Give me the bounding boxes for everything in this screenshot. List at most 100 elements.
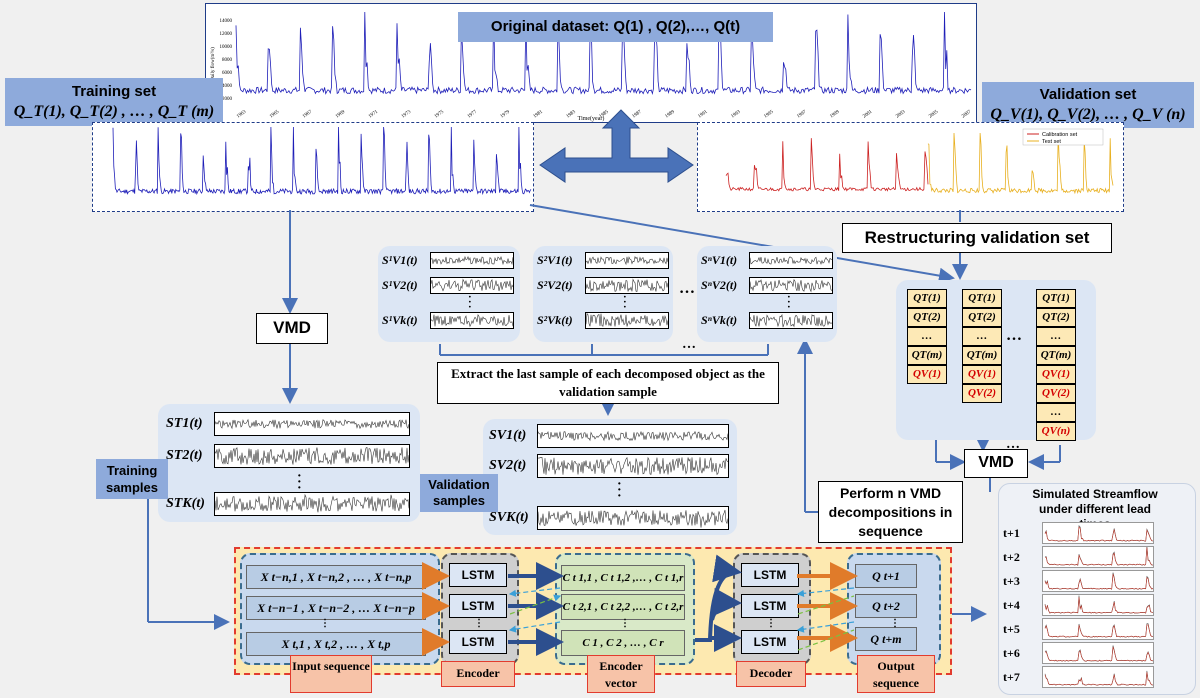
- vgroup-signal-box: [430, 312, 514, 329]
- qcol-cell: QT(2): [962, 308, 1002, 327]
- qcol-cell: QT(2): [907, 308, 947, 327]
- label-decoder: Decoder: [736, 661, 806, 687]
- st-signal-label: ST2(t): [166, 448, 203, 463]
- vgroup-signal-label: SⁿV1(t): [701, 253, 738, 267]
- output-sequence-cell: Q t+1: [855, 564, 917, 588]
- encoder-vector-row: C t 1,1 , C t 1,2 ,… , C t 1,r: [561, 565, 685, 591]
- qcol-cell: …: [1036, 403, 1076, 422]
- validation-samples-label: Validation samples: [420, 474, 498, 512]
- original-xtick-label: 1983: [566, 109, 577, 119]
- lead-time-plot: [1042, 666, 1154, 688]
- lead-time-label: t+6: [1003, 646, 1020, 660]
- original-ytick-label: 2000: [222, 97, 233, 102]
- qcol-cell: QT(1): [962, 289, 1002, 308]
- label-encoder-vector: Encoder vector: [587, 655, 655, 693]
- vgroup-vdots: ···: [787, 291, 791, 313]
- validation-set-plot: Calibration set Test set: [697, 122, 1124, 212]
- vgroup-signal-box: [430, 252, 514, 269]
- vgroup-vdots: ···: [623, 291, 627, 313]
- st-vdots: ···: [297, 469, 302, 496]
- original-xtick-label: 1971: [368, 109, 379, 119]
- original-y-axis-label: Daily flow(m³/s): [210, 47, 216, 81]
- qcol-cell: QT(1): [907, 289, 947, 308]
- training-set-title: Training set: [71, 83, 157, 100]
- extract-label: Extract the last sample of each decompos…: [437, 362, 779, 404]
- training-set-formula: Q_T(1), Q_T(2) , … , Q_T (m): [13, 103, 215, 120]
- sv-signal-box: [537, 424, 729, 448]
- original-xtick-label: 1979: [500, 109, 511, 119]
- original-xtick-label: 1989: [665, 109, 676, 119]
- vgroup-signal-label: SⁿV2(t): [701, 278, 738, 292]
- sv-signal-label: SVK(t): [489, 510, 529, 525]
- original-ytick-label: 6000: [222, 71, 233, 76]
- validation-set-title: Validation set: [1039, 86, 1137, 103]
- qcol-cell: QT(m): [1036, 346, 1076, 365]
- encoder-lstm: LSTM: [449, 563, 507, 587]
- original-xtick-label: 1969: [335, 109, 346, 119]
- lead-time-plot: [1042, 618, 1154, 640]
- original-xtick-label: 1963: [236, 109, 247, 119]
- lead-time-label: t+1: [1003, 526, 1020, 540]
- lead-time-label: t+4: [1003, 598, 1020, 612]
- original-xtick-label: 1999: [829, 109, 840, 119]
- vgroup-vdots: ···: [468, 291, 472, 313]
- vgroup-signal-box: [749, 277, 833, 294]
- validation-set-formula: Q_V(1), Q_V(2), … , Q_V (n): [990, 106, 1186, 123]
- label-input-sequence: Input sequence: [290, 655, 372, 693]
- lead-time-plot: [1042, 642, 1154, 664]
- qcol-cell: QT(2): [1036, 308, 1076, 327]
- original-xtick-label: 1977: [467, 109, 478, 119]
- decoder-lstm: LSTM: [741, 630, 799, 654]
- qcol-cell: QV(2): [962, 384, 1002, 403]
- qcol-cell: …: [907, 327, 947, 346]
- output-sequence-cell: Q t+m: [855, 627, 917, 651]
- original-ytick-label: 12000: [220, 32, 233, 37]
- vgroup-signal-label: S²Vk(t): [537, 313, 573, 327]
- restructuring-label: Restructuring validation set: [842, 223, 1112, 253]
- vmd-box-left: VMD: [256, 313, 328, 344]
- qcols-ellipsis-2: …: [1006, 437, 1020, 452]
- encoder-vector-row: C 1 , C 2 , … , C r: [561, 630, 685, 656]
- validation-set-chart: Calibration set Test set: [725, 128, 1114, 195]
- lead-time-plot: [1042, 594, 1154, 616]
- vgroup-signal-label: S¹Vk(t): [382, 313, 418, 327]
- original-xtick-label: 1991: [698, 109, 709, 119]
- original-xtick-label: 1967: [302, 109, 313, 119]
- encoder-vdots: ⋮: [474, 618, 484, 629]
- encvec-vdots: ⋮: [620, 618, 630, 629]
- sv-signal-box: [537, 506, 729, 530]
- vgroup-signal-label: S¹V2(t): [382, 278, 418, 292]
- original-x-axis-label: Time(year): [578, 115, 605, 122]
- qcol-cell: …: [1036, 327, 1076, 346]
- validation-legend: Calibration set Test set: [1022, 128, 1104, 146]
- input-vdots: ⋮: [320, 618, 330, 629]
- original-xtick-label: 1975: [434, 109, 445, 119]
- original-xtick-label: 2007: [961, 109, 972, 119]
- vgroup-signal-box: [585, 252, 669, 269]
- qcol-cell: …: [962, 327, 1002, 346]
- validation-set-label: Validation set Q_V(1), Q_V(2), … , Q_V (…: [982, 82, 1194, 128]
- st-signal-box: [214, 492, 410, 516]
- sv-vdots: ···: [617, 477, 622, 504]
- output-sequence-cell: Q t+2: [855, 594, 917, 618]
- label-encoder: Encoder: [441, 661, 515, 687]
- decoder-lstm: LSTM: [741, 563, 799, 587]
- decoder-lstm: LSTM: [741, 594, 799, 618]
- output-vdots: ⋮: [890, 618, 900, 629]
- lead-time-plot: [1042, 570, 1154, 592]
- st-signal-box: [214, 444, 410, 468]
- lead-time-label: t+2: [1003, 550, 1020, 564]
- vgroup-signal-box: [585, 277, 669, 294]
- qcol-cell: QT(1): [1036, 289, 1076, 308]
- training-samples-label: Training samples: [96, 459, 168, 499]
- perform-label: Perform n VMD decompositions in sequence: [818, 481, 963, 543]
- input-sequence-row: X t−n,1 , X t−n,2 , … , X t−n,p: [246, 565, 426, 589]
- legend-calibration: Calibration set: [1042, 132, 1078, 138]
- vgroup-signal-box: [749, 312, 833, 329]
- encoder-vector-row: C t 2,1 , C t 2,2 ,… , C t 2,r: [561, 594, 685, 620]
- original-xtick-label: 1973: [401, 109, 412, 119]
- vgroup-signal-label: S²V2(t): [537, 278, 573, 292]
- qcol-cell: QV(1): [962, 365, 1002, 384]
- encoder-lstm: LSTM: [449, 630, 507, 654]
- vgroup-signal-box: [749, 252, 833, 269]
